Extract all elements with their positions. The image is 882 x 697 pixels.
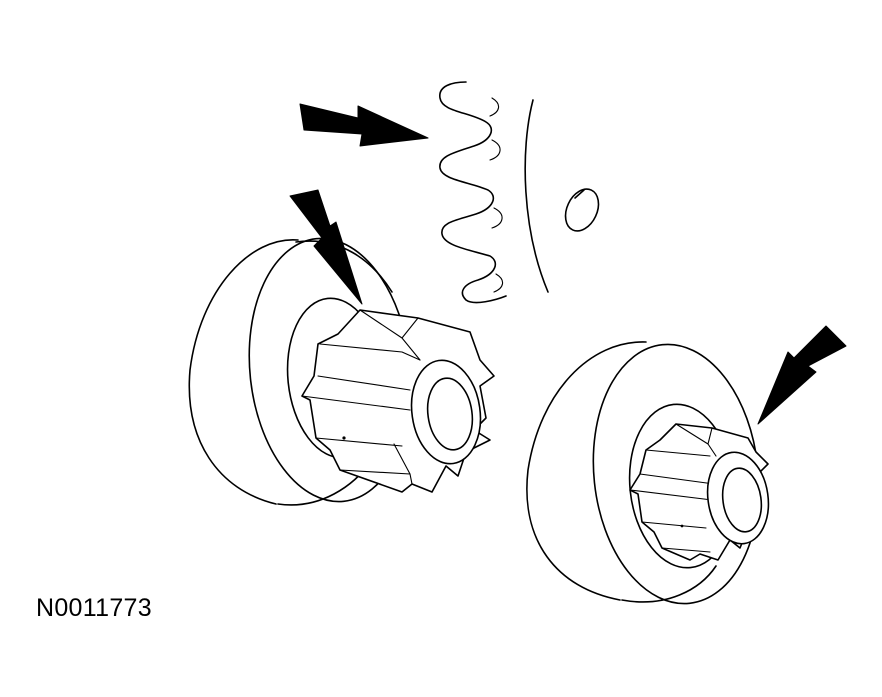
reference-code: N0011773 — [36, 594, 152, 622]
housing-edge — [524, 99, 549, 293]
arrow-spring — [299, 103, 429, 147]
arrow-gear-installed — [757, 325, 847, 425]
pinion-gear-installed — [526, 341, 770, 605]
snap-ring — [564, 188, 600, 232]
coil-spring — [439, 81, 507, 304]
arrow-gear-removed — [289, 189, 363, 305]
pinion-gear-removed — [188, 237, 495, 506]
